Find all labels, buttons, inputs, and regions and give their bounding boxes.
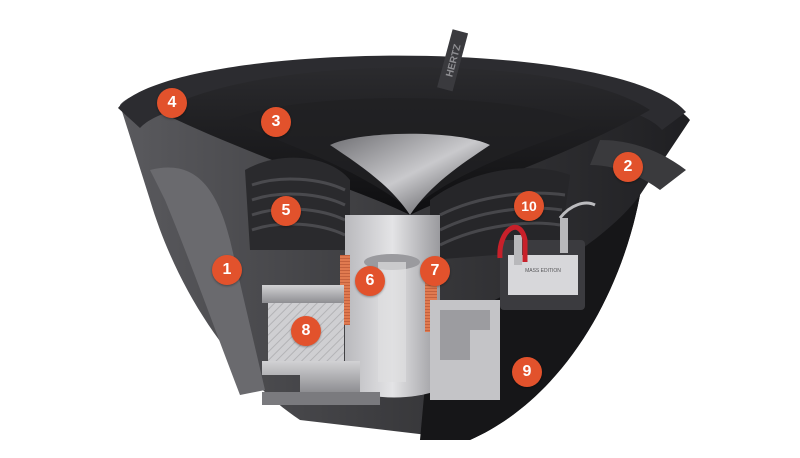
callout-2-badge: 2 (613, 152, 643, 182)
voice-coil-left (340, 255, 350, 325)
callout-8-badge: 8 (291, 316, 321, 346)
callout-5-badge: 5 (271, 196, 301, 226)
lead-wire-2 (558, 201, 596, 219)
basket-inner-wall (150, 167, 265, 395)
top-plate-left (262, 285, 344, 303)
terminal-post-a (514, 235, 522, 265)
callout-9-badge: 9 (512, 357, 542, 387)
callout-7-badge: 7 (420, 256, 450, 286)
callout-4-badge: 4 (157, 88, 187, 118)
callout-6-badge: 6 (355, 266, 385, 296)
terminal-label: MASS EDITION (525, 268, 561, 274)
back-plate-left (262, 361, 360, 392)
callout-3-badge: 3 (261, 107, 291, 137)
lead-wire-shape (497, 224, 528, 262)
dust-cap (330, 133, 490, 215)
callout-1-badge: 1 (212, 255, 242, 285)
spider-right (430, 168, 570, 260)
spider-ridges-right (439, 191, 566, 247)
back-plate-base (262, 392, 380, 405)
surround-ring (118, 55, 686, 130)
terminal-post-b (560, 218, 568, 253)
callout-10-badge: 10 (514, 191, 544, 221)
magnet-right-steps (440, 310, 490, 360)
